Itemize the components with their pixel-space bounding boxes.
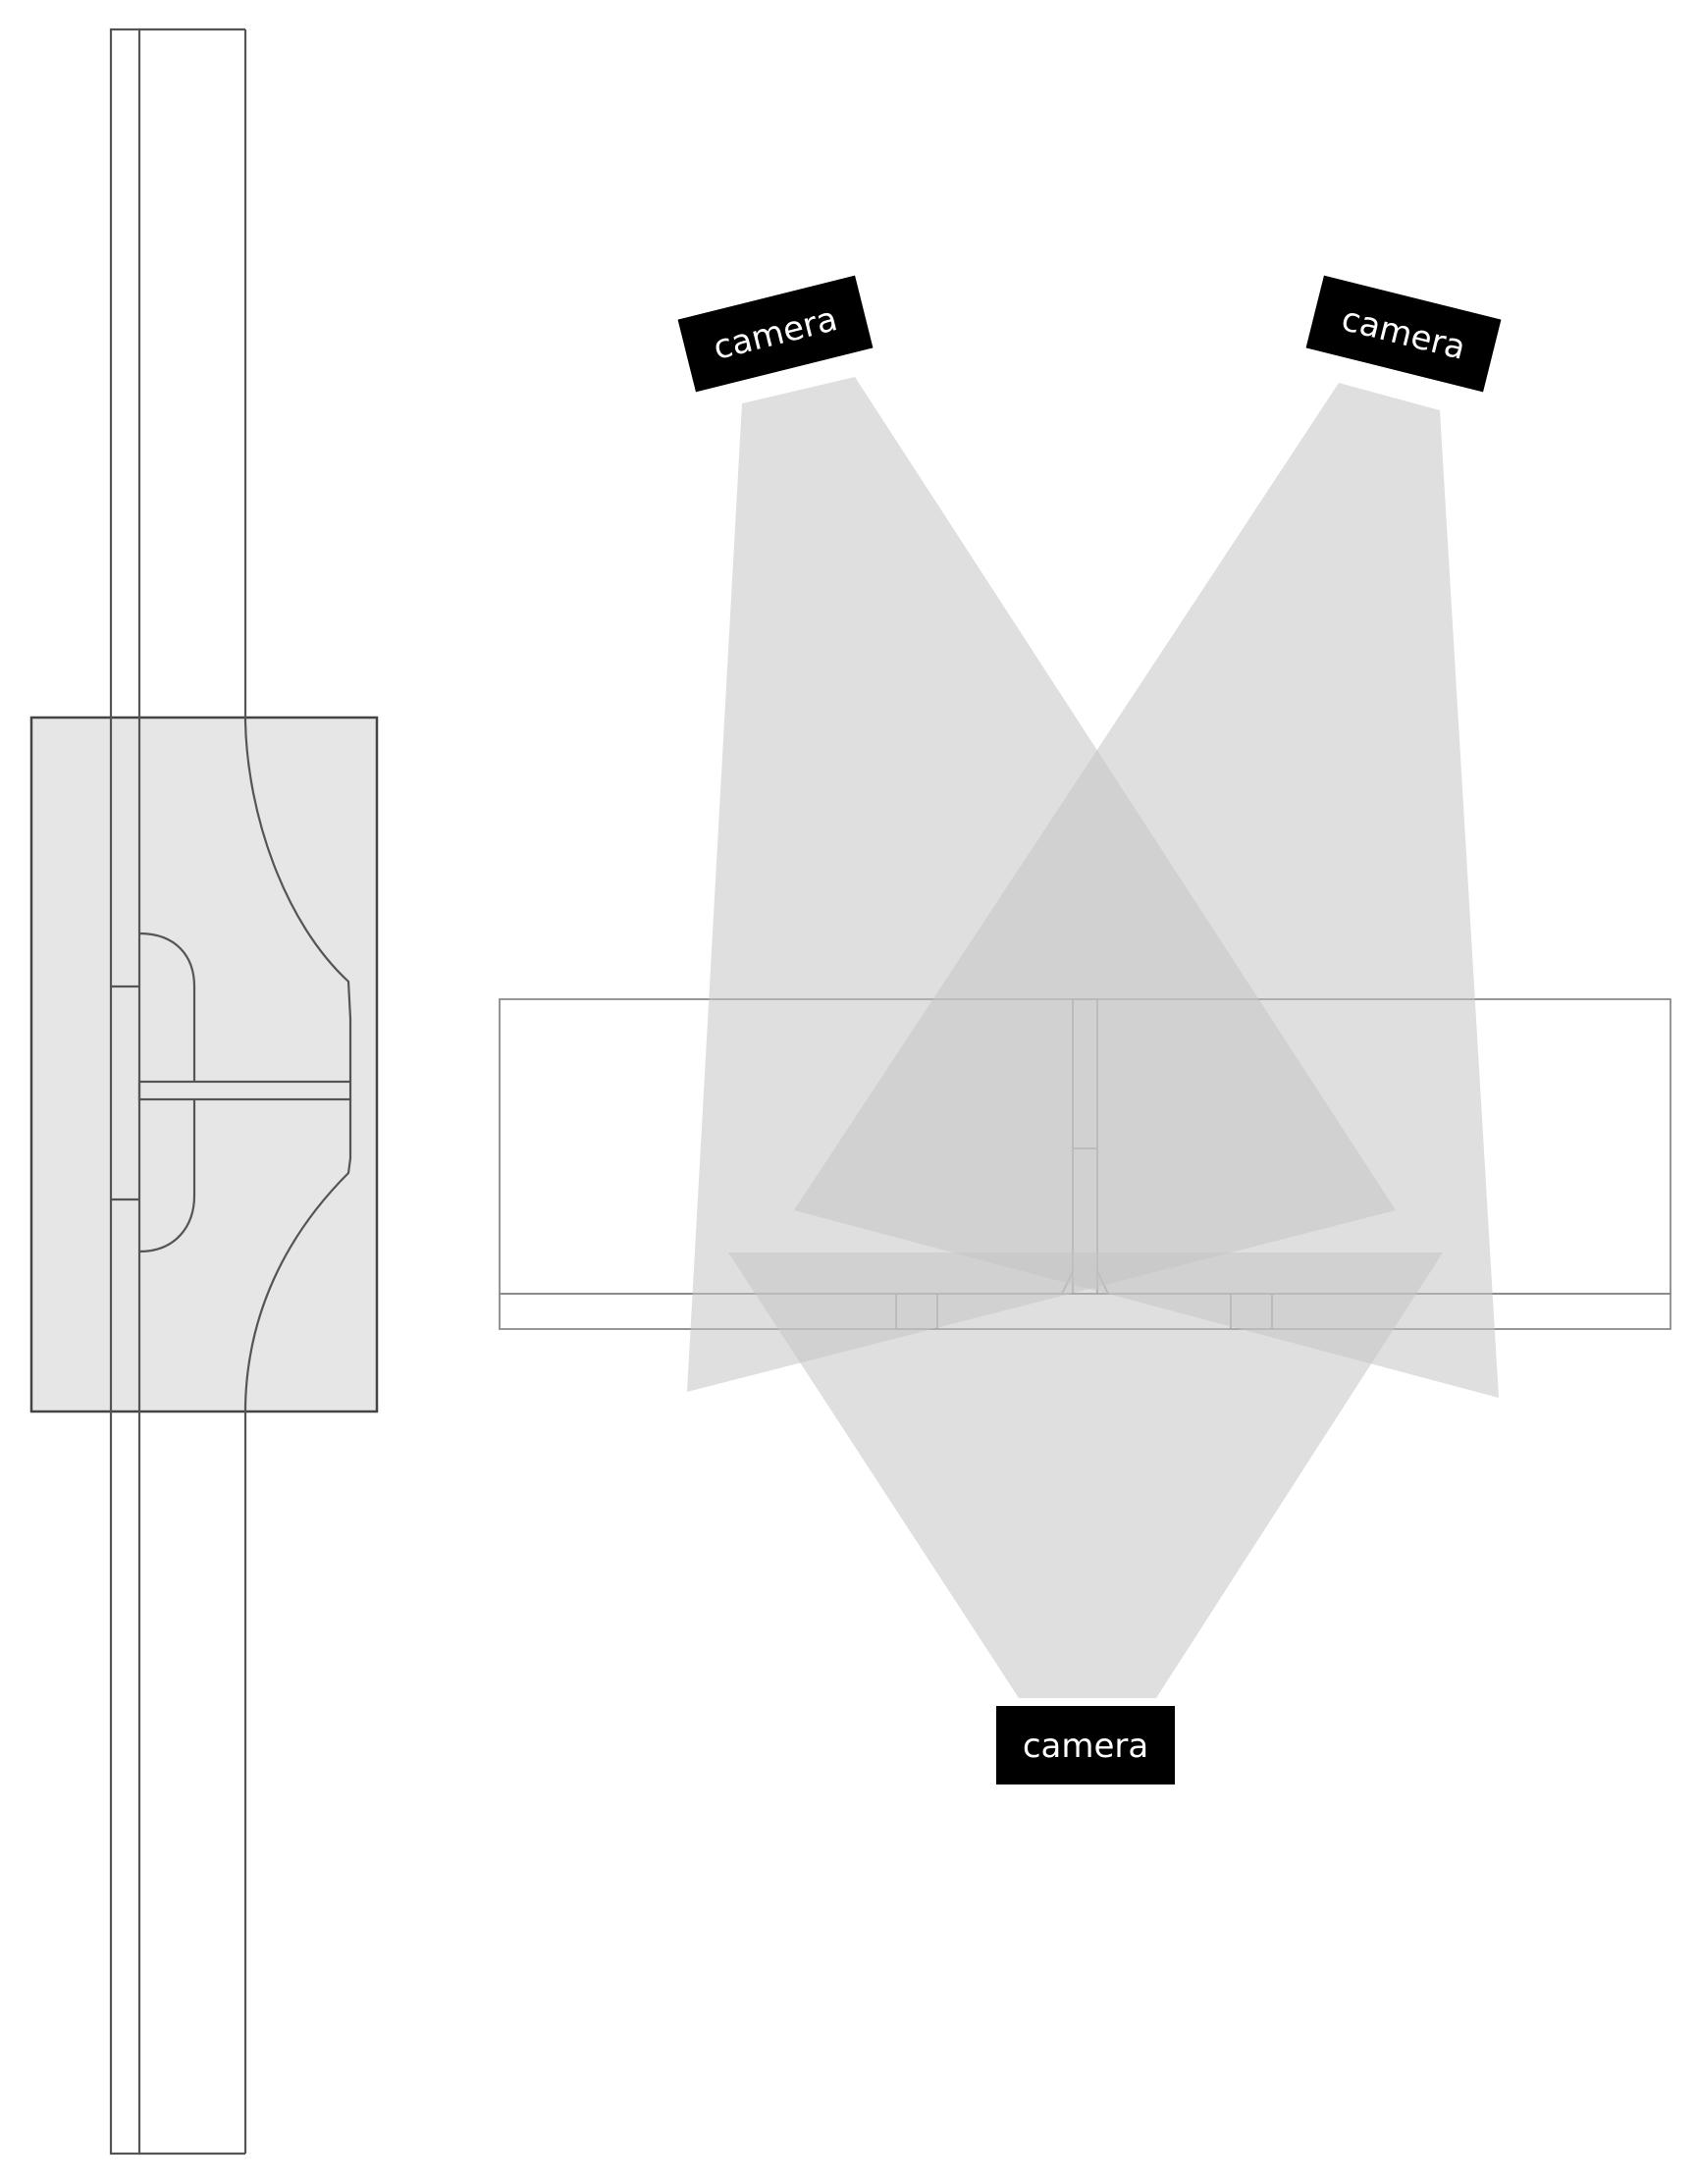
field-of-view-bottom — [728, 1252, 1443, 1698]
center-slot — [137, 1080, 352, 1101]
specimen-profile-lower — [243, 1099, 352, 1407]
specimen-profile-upper — [243, 720, 352, 1082]
camera-bottom-body — [996, 1706, 1175, 1784]
camera-bottom-label: camera — [1023, 1727, 1148, 1766]
camera-bottom: camera — [996, 1706, 1175, 1784]
rounded-insert-upper — [138, 932, 196, 1082]
camera-top-left: camera — [677, 275, 874, 393]
field-of-view-top-right — [794, 383, 1499, 1398]
camera-top-right-body — [1305, 275, 1502, 393]
rounded-insert-lower — [138, 1099, 196, 1253]
clamp-block — [29, 716, 379, 1413]
camera-top-left-body — [677, 275, 874, 393]
side-view-specimen — [29, 27, 379, 2156]
camera-top-right: camera — [1305, 275, 1502, 393]
camera-fields-of-view — [687, 377, 1499, 1698]
